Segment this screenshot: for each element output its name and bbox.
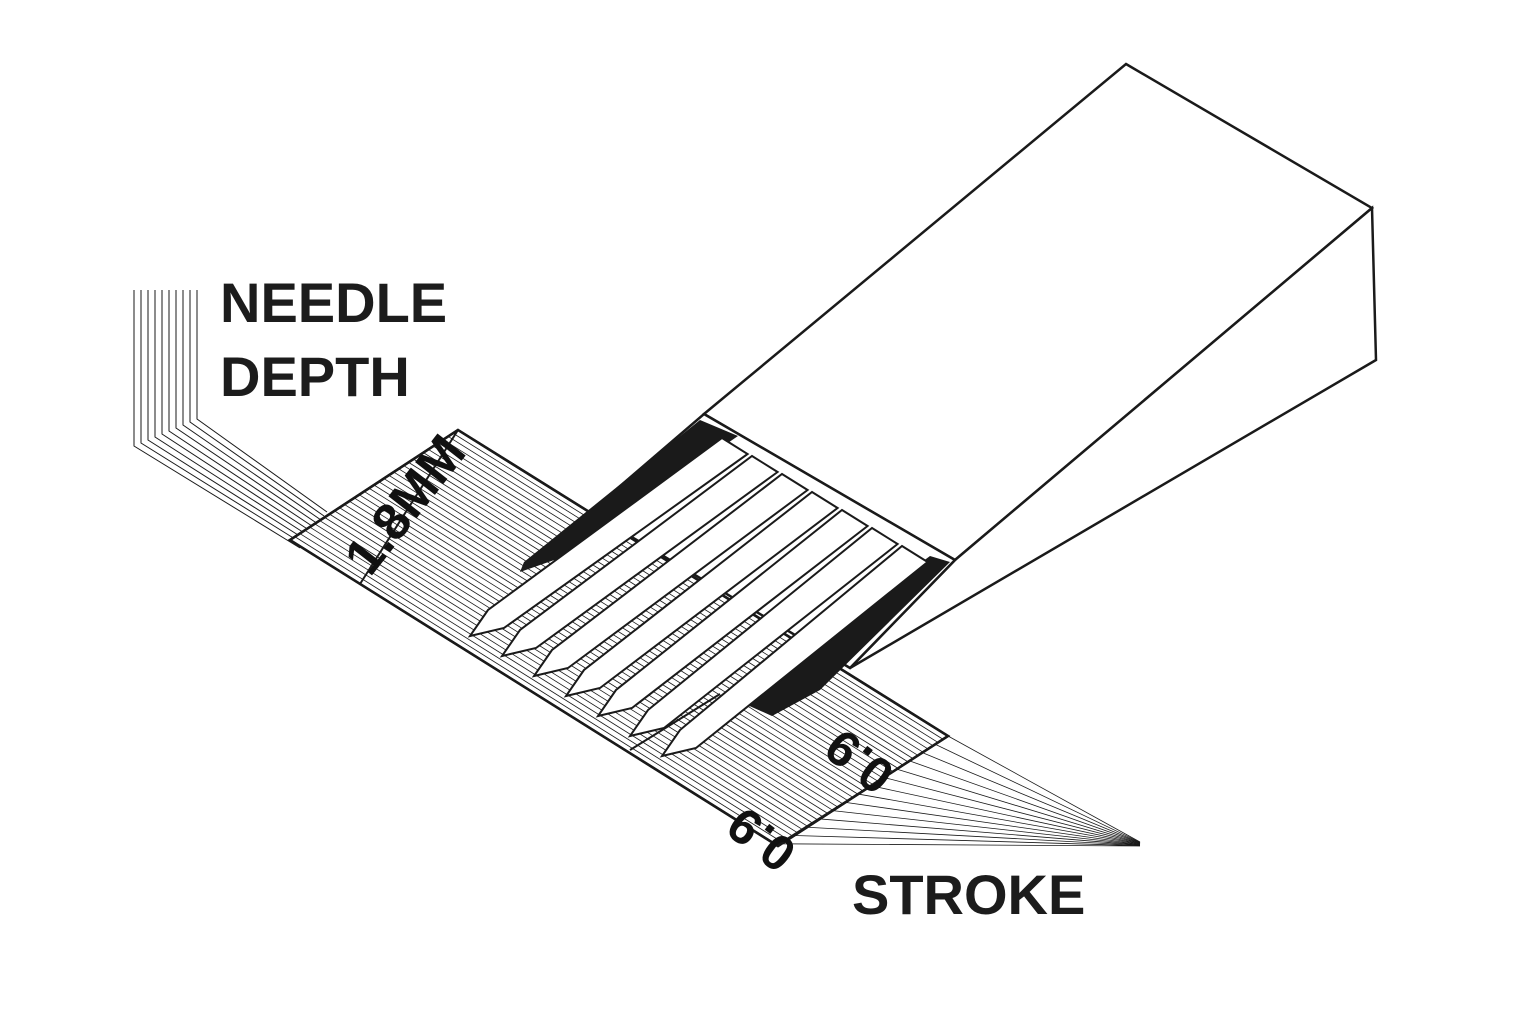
needle-4 bbox=[563, 490, 840, 698]
stroke-leader-line bbox=[896, 768, 1141, 844]
stroke-leader-line bbox=[871, 785, 1141, 845]
stroke-leader-lines bbox=[781, 735, 1141, 847]
leader-line bbox=[182, 290, 322, 521]
stroke-leader-line bbox=[935, 743, 1141, 843]
hatch-line bbox=[393, 471, 884, 779]
stroke-leader-line bbox=[819, 818, 1141, 846]
hatch-line bbox=[383, 478, 874, 785]
stroke-leader-line bbox=[858, 793, 1141, 845]
stroke-leader-line bbox=[781, 843, 1141, 847]
stroke-leader-line bbox=[807, 826, 1141, 846]
stroke-leader-line bbox=[947, 735, 1141, 843]
hatch-line bbox=[363, 491, 854, 798]
stroke-leader-line bbox=[883, 777, 1141, 844]
hatch-line bbox=[398, 468, 889, 776]
hatch-line bbox=[349, 500, 839, 808]
hatch-line bbox=[329, 513, 819, 821]
hatch-line bbox=[373, 484, 864, 792]
leader-line bbox=[168, 290, 316, 529]
stroke-leader-line bbox=[922, 752, 1141, 843]
leader-line bbox=[140, 290, 304, 545]
hatch-line bbox=[309, 526, 799, 834]
leader-line bbox=[189, 290, 325, 517]
hatch-line bbox=[299, 533, 789, 840]
stroke-leader-line bbox=[909, 760, 1141, 844]
needle-1 bbox=[467, 436, 750, 638]
hatch-line bbox=[294, 536, 784, 844]
needle-depth-label-line1: NEEDLE bbox=[220, 271, 447, 334]
leader-line bbox=[161, 290, 313, 533]
hatch-line bbox=[314, 523, 804, 831]
hatch-line bbox=[378, 481, 869, 789]
needle-depth-label-line2: DEPTH bbox=[220, 345, 410, 408]
hatch-line bbox=[334, 510, 824, 818]
stroke-leader-line bbox=[832, 810, 1141, 846]
needle-group bbox=[467, 436, 930, 758]
hatch-line bbox=[354, 497, 844, 805]
hatch-line bbox=[344, 504, 834, 811]
stroke-leader-line bbox=[794, 835, 1141, 847]
hatch-line bbox=[304, 529, 794, 837]
leader-line bbox=[154, 290, 310, 537]
hatch-line bbox=[358, 494, 849, 802]
hatch-line bbox=[339, 507, 829, 814]
needle-7 bbox=[659, 544, 930, 758]
hatch-line bbox=[319, 520, 809, 827]
hatch-line bbox=[368, 487, 859, 795]
needle-2 bbox=[499, 454, 780, 658]
needle-5 bbox=[595, 508, 870, 718]
leader-line bbox=[196, 290, 328, 513]
stroke-leader-line bbox=[845, 801, 1141, 845]
leader-line bbox=[133, 290, 301, 549]
leader-line bbox=[147, 290, 307, 541]
ruler-divider bbox=[359, 429, 881, 847]
needle-6 bbox=[627, 526, 900, 738]
depth-leader-lines bbox=[133, 290, 328, 549]
hatch-line bbox=[388, 474, 879, 782]
leader-line bbox=[175, 290, 319, 525]
ruler-hatching bbox=[294, 432, 944, 844]
needle-3 bbox=[531, 472, 810, 678]
stroke-label: STROKE bbox=[852, 863, 1085, 926]
hatch-line bbox=[324, 517, 814, 824]
